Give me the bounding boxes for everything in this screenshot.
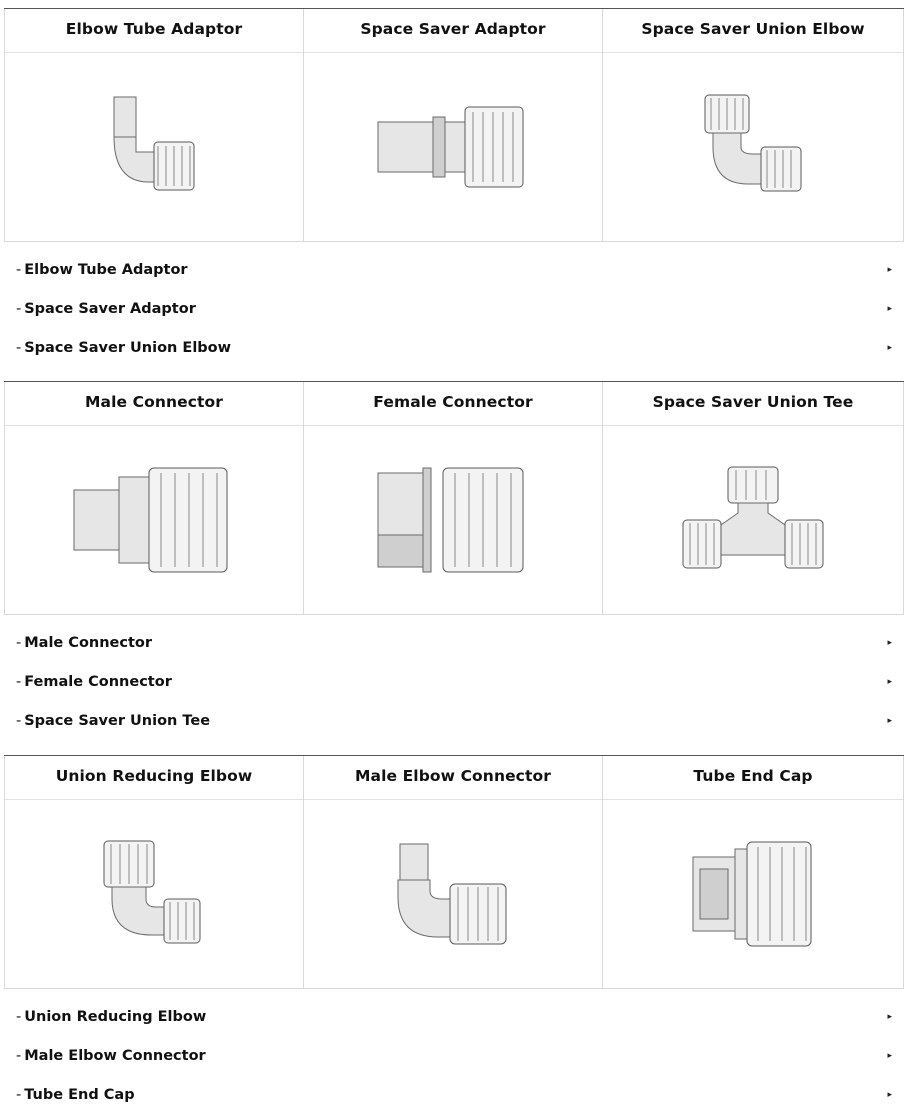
product-link-label[interactable]: Space Saver Adaptor <box>24 301 196 317</box>
product-link-space-saver-union-tee[interactable]: -Space Saver Union Tee ▸ <box>4 702 904 741</box>
link-prefix: - <box>16 340 22 356</box>
product-link-label[interactable]: Male Connector <box>24 635 153 651</box>
product-link-label[interactable]: Space Saver Union Tee <box>24 713 211 729</box>
link-prefix: - <box>16 1009 22 1025</box>
product-group-3: Union Reducing Elbow Male Elbow Connecto… <box>4 755 904 1115</box>
male-connector-image[interactable] <box>5 426 303 615</box>
product-link-space-saver-adaptor[interactable]: -Space Saver Adaptor ▸ <box>4 290 904 329</box>
product-title[interactable]: Male Elbow Connector <box>304 756 602 800</box>
product-link-list: -Male Connector▸ -Female Connector▸ -Spa… <box>4 615 904 741</box>
union-reducing-elbow-image[interactable] <box>5 800 303 989</box>
product-link-label[interactable]: Tube End Cap <box>24 1087 135 1103</box>
product-card-male-connector[interactable]: Male Connector <box>4 382 303 615</box>
product-card-elbow-tube-adaptor[interactable]: Elbow Tube Adaptor <box>4 9 303 242</box>
link-prefix: - <box>16 301 22 317</box>
product-title[interactable]: Female Connector <box>304 382 602 426</box>
link-prefix: - <box>16 713 22 729</box>
product-title[interactable]: Space Saver Union Tee <box>603 382 903 426</box>
caret-right-icon: ▸ <box>887 304 892 314</box>
product-link-list: -Elbow Tube Adaptor▸ -Space Saver Adapto… <box>4 242 904 368</box>
caret-right-icon: ▸ <box>887 677 892 687</box>
product-link-female-connector[interactable]: -Female Connector ▸ <box>4 663 904 702</box>
tube-end-cap-image[interactable] <box>603 800 903 989</box>
product-link-male-connector[interactable]: -Male Connector ▸ <box>4 624 904 663</box>
product-title[interactable]: Elbow Tube Adaptor <box>5 9 303 53</box>
product-link-tube-end-cap[interactable]: -Tube End Cap ▸ <box>4 1076 904 1115</box>
product-card-space-saver-union-tee[interactable]: Space Saver Union Tee <box>602 382 904 615</box>
product-link-union-reducing-elbow[interactable]: -Union Reducing Elbow ▸ <box>4 998 904 1037</box>
product-grid: Male Connector Female Connector <box>4 381 904 615</box>
product-card-space-saver-union-elbow[interactable]: Space Saver Union Elbow <box>602 9 904 242</box>
elbow-tube-adaptor-image[interactable] <box>5 53 303 242</box>
product-link-male-elbow-connector[interactable]: -Male Elbow Connector ▸ <box>4 1037 904 1076</box>
product-grid: Union Reducing Elbow Male Elbow Connecto… <box>4 755 904 989</box>
link-prefix: - <box>16 1048 22 1064</box>
product-title[interactable]: Space Saver Adaptor <box>304 9 602 53</box>
female-connector-image[interactable] <box>304 426 602 615</box>
product-group-1: Elbow Tube Adaptor Space Saver Adaptor <box>4 8 904 368</box>
space-saver-union-elbow-image[interactable] <box>603 53 903 242</box>
link-prefix: - <box>16 262 22 278</box>
caret-right-icon: ▸ <box>887 265 892 275</box>
product-title[interactable]: Male Connector <box>5 382 303 426</box>
product-card-space-saver-adaptor[interactable]: Space Saver Adaptor <box>303 9 602 242</box>
space-saver-adaptor-image[interactable] <box>304 53 602 242</box>
link-prefix: - <box>16 1087 22 1103</box>
product-title[interactable]: Tube End Cap <box>603 756 903 800</box>
link-prefix: - <box>16 674 22 690</box>
product-title[interactable]: Union Reducing Elbow <box>5 756 303 800</box>
product-card-union-reducing-elbow[interactable]: Union Reducing Elbow <box>4 756 303 989</box>
male-elbow-connector-image[interactable] <box>304 800 602 989</box>
product-link-list: -Union Reducing Elbow▸ -Male Elbow Conne… <box>4 989 904 1115</box>
link-prefix: - <box>16 635 22 651</box>
caret-right-icon: ▸ <box>887 343 892 353</box>
product-link-label[interactable]: Elbow Tube Adaptor <box>24 262 188 278</box>
space-saver-union-tee-image[interactable] <box>603 426 903 615</box>
product-card-tube-end-cap[interactable]: Tube End Cap <box>602 756 904 989</box>
caret-right-icon: ▸ <box>887 1051 892 1061</box>
caret-right-icon: ▸ <box>887 638 892 648</box>
caret-right-icon: ▸ <box>887 1012 892 1022</box>
product-link-space-saver-union-elbow[interactable]: -Space Saver Union Elbow ▸ <box>4 329 904 368</box>
caret-right-icon: ▸ <box>887 716 892 726</box>
product-link-label[interactable]: Space Saver Union Elbow <box>24 340 232 356</box>
product-card-female-connector[interactable]: Female Connector <box>303 382 602 615</box>
product-link-label[interactable]: Female Connector <box>24 674 172 690</box>
product-title[interactable]: Space Saver Union Elbow <box>603 9 903 53</box>
product-link-elbow-tube-adaptor[interactable]: -Elbow Tube Adaptor ▸ <box>4 251 904 290</box>
product-link-label[interactable]: Union Reducing Elbow <box>24 1009 207 1025</box>
caret-right-icon: ▸ <box>887 1090 892 1100</box>
product-grid: Elbow Tube Adaptor Space Saver Adaptor <box>4 8 904 242</box>
product-group-2: Male Connector Female Connector <box>4 381 904 741</box>
product-link-label[interactable]: Male Elbow Connector <box>24 1048 206 1064</box>
product-card-male-elbow-connector[interactable]: Male Elbow Connector <box>303 756 602 989</box>
